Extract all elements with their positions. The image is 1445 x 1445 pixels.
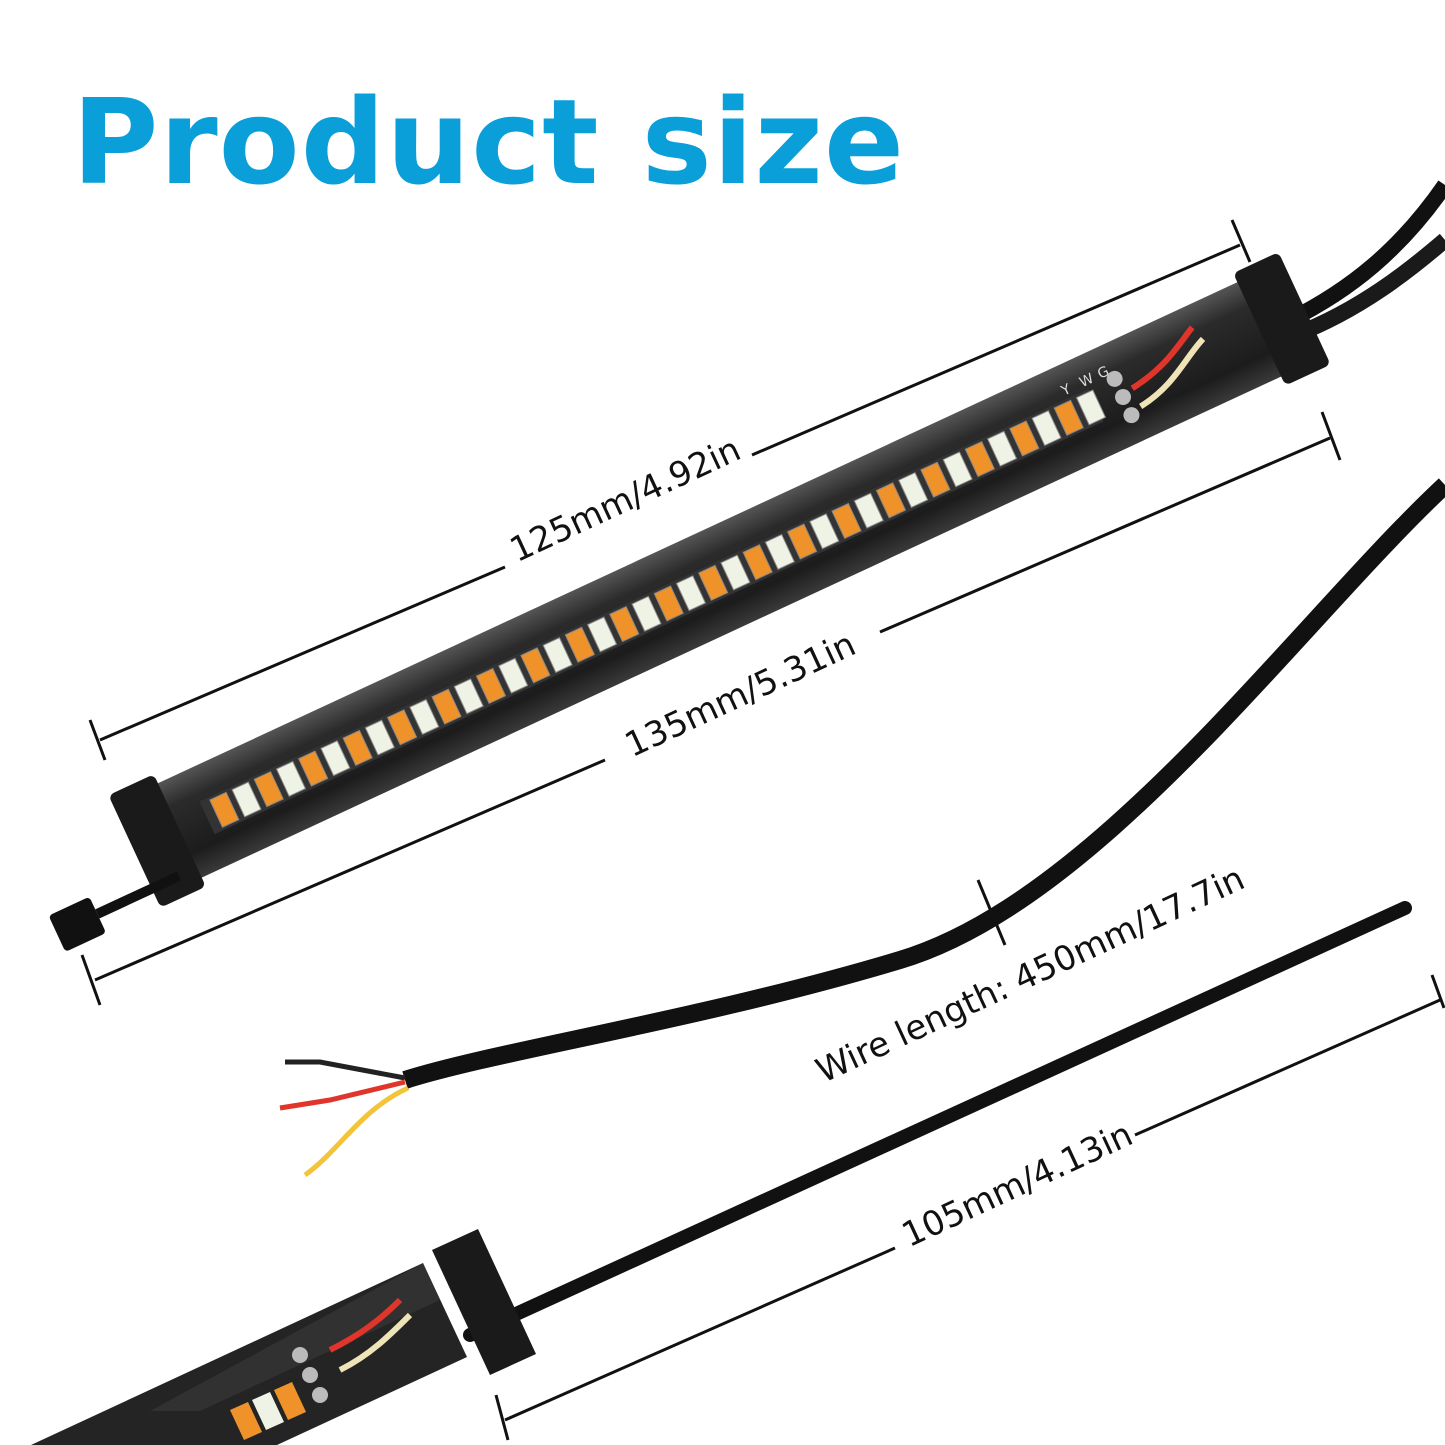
led-chip (498, 657, 529, 694)
wire-black (285, 1059, 406, 1081)
dimension-105mm: 105mm/4.13in (896, 1114, 1139, 1255)
led-chip (742, 544, 773, 581)
led-chip (253, 771, 284, 808)
led-chip (431, 688, 462, 725)
led-chip (631, 595, 662, 632)
led-chip (853, 492, 884, 529)
led-chip (942, 451, 973, 488)
led-chip (809, 513, 840, 550)
led-chip (1031, 410, 1062, 447)
led-chip (453, 678, 484, 715)
led-chip (786, 523, 818, 560)
led-chip (520, 647, 551, 684)
led-chip (364, 719, 395, 756)
led-chip (764, 533, 795, 570)
long-wire (402, 478, 1445, 1089)
board-label: W (1077, 371, 1096, 391)
page-title: Product size (72, 73, 906, 211)
led-chip (720, 554, 751, 591)
led-chip (475, 667, 507, 705)
zip-tie (95, 871, 182, 919)
led-chip (386, 709, 418, 746)
led-chip (231, 781, 262, 818)
dimension-lines (80, 219, 1445, 1441)
led-chip (320, 740, 351, 777)
led-bar-secondary (31, 1229, 536, 1445)
led-chip (986, 430, 1018, 467)
led-chip (898, 471, 929, 509)
led-chip (586, 616, 618, 653)
led-chip (409, 698, 440, 736)
led-chip (342, 729, 373, 766)
led-chip (1075, 389, 1107, 426)
led-chip (1009, 420, 1040, 457)
led-chip (698, 564, 729, 601)
wire-yellow (303, 1085, 410, 1178)
led-chip (298, 750, 329, 787)
wire-top-2 (1292, 233, 1445, 343)
wire-top-1 (1286, 180, 1445, 328)
led-chip (653, 585, 684, 622)
led-chip (920, 461, 951, 498)
led-chip (542, 636, 573, 674)
led-chip (564, 626, 595, 663)
led-chip (609, 606, 640, 643)
led-chip (964, 440, 995, 478)
wire-red (279, 1079, 406, 1111)
led-chip (1053, 399, 1084, 436)
tail-cable (463, 901, 1412, 1342)
led-chip (675, 575, 707, 612)
led-chip (275, 760, 307, 797)
led-chip (875, 482, 907, 519)
led-chip (209, 791, 240, 828)
led-chip (831, 502, 862, 540)
